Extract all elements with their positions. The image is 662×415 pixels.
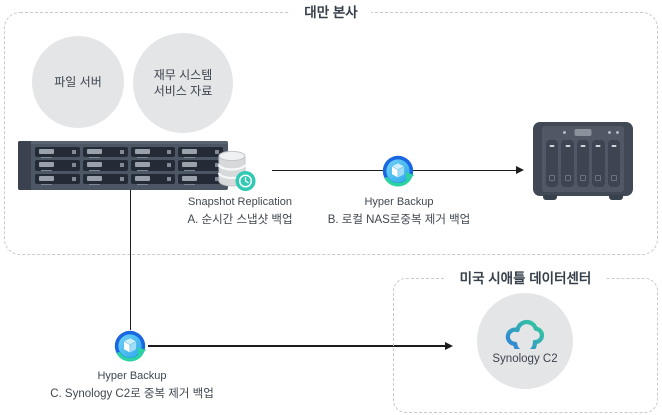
drive-tray [82,147,128,158]
drive-bay [576,140,590,187]
synology-c2-cloud-icon [505,319,545,349]
drive-tray [130,173,176,184]
drive-bay [561,140,574,187]
drive-tray [82,173,128,184]
flow-a-description: A. 순시간 스냅샷 백업 [187,214,293,226]
desktop-nas-icon [533,122,633,200]
drive-tray [178,173,223,184]
taiwan-region-box: 대만 본사 [4,3,658,255]
synology-c2-circle: Synology C2 [477,293,573,389]
us-region-title: 미국 시애틀 데이터센터 [445,269,606,289]
drive-tray [178,147,223,158]
nas-led [563,131,566,134]
drive-tray [178,160,223,171]
finance-data-label-line2: 서비스 자료 [153,84,213,98]
synology-c2-label: Synology C2 [492,353,558,365]
drive-tray [35,147,80,158]
finance-data-circle: 재무 시스템 서비스 자료 [133,33,233,133]
drive-tray [35,173,80,184]
arrow-rack-to-nas-head [516,166,524,174]
drive-tray [82,160,128,171]
nas-led [616,131,619,134]
flow-c-description: C. Synology C2로 중복 제거 백업 [50,388,214,400]
nas-led [608,131,611,134]
nas-power-button [574,129,592,136]
file-server-label: 파일 서버 [54,75,102,89]
nas-foot [609,195,623,200]
us-region-box: 미국 시애틀 데이터센터 [393,269,658,413]
flow-a-app-name: Snapshot Replication [188,196,292,208]
drive-tray [35,160,80,171]
arrow-to-c2-line [148,345,445,347]
drive-tray [130,160,176,171]
drive-tray [130,147,176,158]
drive-bay [546,140,559,187]
nas-foot [543,195,557,200]
nas-drive-bays [546,140,621,187]
arrow-to-c2-head [445,341,453,350]
drive-bay [607,140,621,187]
finance-data-label-line1: 재무 시스템 [153,68,213,82]
line-rack-to-hyper-backup-c [129,190,132,330]
drive-bay [592,140,605,187]
hyper-backup-icon [382,155,415,187]
file-server-circle: 파일 서버 [32,36,124,128]
snapshot-replication-icon [218,150,256,191]
flow-b-label: Hyper Backup B. 로컬 NAS로중복 제거 백업 [328,196,471,227]
flow-a-label: Snapshot Replication A. 순시간 스냅샷 백업 [187,196,292,227]
flow-c-app-name: Hyper Backup [97,370,167,382]
hyper-backup-icon [114,330,147,362]
drive-tray-grid [35,147,223,184]
taiwan-region-title: 대만 본사 [290,3,372,23]
flow-c-label: Hyper Backup C. Synology C2로 중복 제거 백업 [50,370,214,401]
rackmount-nas-icon [18,141,228,190]
flow-b-app-name: Hyper Backup [364,196,434,208]
rack-ear [18,141,31,190]
flow-b-description: B. 로컬 NAS로중복 제거 백업 [327,214,471,226]
